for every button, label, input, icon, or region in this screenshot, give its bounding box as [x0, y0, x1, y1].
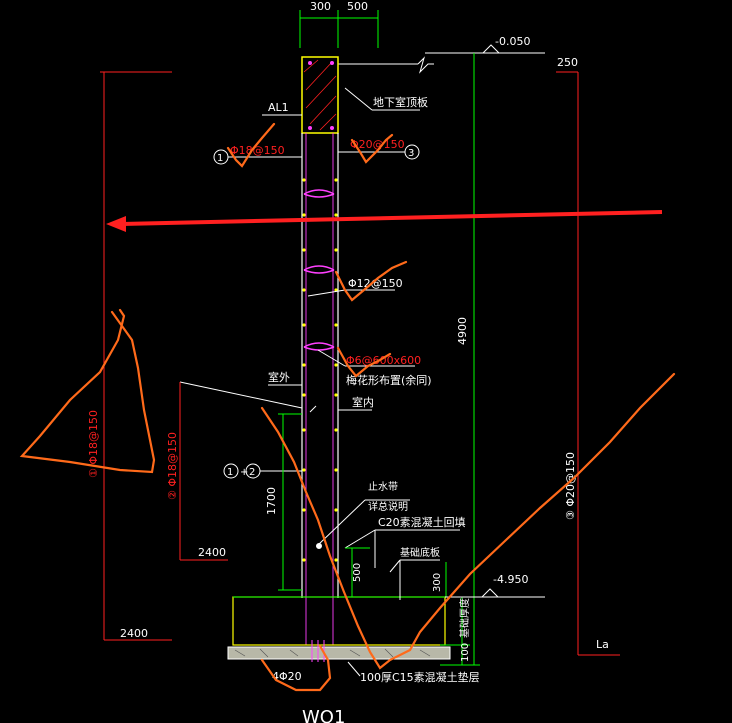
bottom-bar-label: 4Φ20	[272, 670, 302, 683]
waterstop	[316, 499, 410, 549]
dim-250-marker	[556, 71, 620, 656]
elevation-top-label: -0.050	[495, 35, 530, 48]
backfill-label: C20素混凝土回填	[378, 515, 466, 529]
top-slab-line	[338, 56, 434, 74]
left-mid-bar	[179, 382, 228, 561]
indoor-label: 室内	[352, 395, 374, 409]
wall-rebar	[305, 133, 334, 645]
wall-body	[301, 133, 339, 598]
left-mid-label: ② Φ18@150	[166, 432, 179, 500]
dim-2400-mid: 2400	[198, 546, 226, 559]
dim-1700: 1700	[265, 487, 278, 515]
tie-hooks	[303, 189, 335, 351]
beam-label: AL1	[268, 101, 289, 114]
rebar-inner-label: Φ20@150	[350, 138, 405, 151]
cushion-label: 100厚C15素混凝土垫层	[360, 670, 480, 684]
green-dims-bottom	[345, 547, 480, 666]
dim-2400-left: 2400	[120, 627, 148, 640]
svg-text:+: +	[240, 467, 248, 478]
elevation-marker-top	[425, 44, 545, 54]
svg-text:1: 1	[227, 467, 233, 478]
dim-100: 100	[460, 643, 471, 662]
top-dimension-chain	[299, 10, 379, 48]
svg-text:3: 3	[408, 148, 414, 159]
basement-slab-label: 地下室顶板	[373, 95, 428, 109]
footing	[232, 596, 446, 646]
outdoor-grade	[179, 381, 303, 409]
outdoor-label: 室外	[268, 370, 290, 384]
red-arrow-annotation	[106, 210, 663, 232]
left-long-label: ① Φ18@150	[87, 410, 100, 478]
rebar-tie-label: Φ6@600x600	[346, 354, 421, 367]
waterstop-label-2: 详总说明	[368, 500, 408, 513]
orange-markup	[19, 122, 676, 692]
rebar-horiz-label: Φ12@150	[348, 277, 403, 290]
beam-al1	[301, 56, 339, 134]
tie-note-label: 梅花形布置(余同)	[346, 373, 432, 387]
right-long-label: ③ Φ20@150	[564, 452, 577, 520]
footing-note: 基础厚度	[458, 598, 471, 638]
elevation-marker-bottom	[445, 588, 545, 598]
dim-500: 500	[352, 563, 363, 582]
svg-text:1: 1	[217, 153, 223, 164]
slab-leader	[344, 87, 373, 111]
marker-3: 3	[404, 144, 420, 160]
elevation-bottom-label: -4.950	[493, 573, 528, 586]
dim-500-top: 500	[347, 0, 368, 13]
left-long-bar	[100, 71, 172, 641]
rebar-dots	[302, 178, 338, 562]
dim-300-top: 300	[310, 0, 331, 13]
marker-1-2: 1 + 2	[223, 463, 261, 479]
dim-300: 300	[432, 573, 443, 592]
svg-text:2: 2	[249, 467, 255, 478]
marker-1: 1	[213, 149, 229, 165]
la-label: La	[596, 638, 609, 651]
dim-4900: 4900	[456, 317, 469, 345]
waterstop-label-1: 止水带	[368, 481, 398, 493]
drawing-title: WQ1	[302, 707, 345, 723]
cushion-layer	[227, 646, 451, 660]
base-plate-label: 基础底板	[400, 546, 440, 559]
rebar-outer-label: Φ18@150	[230, 144, 285, 157]
dim-250-label: 250	[557, 56, 578, 69]
